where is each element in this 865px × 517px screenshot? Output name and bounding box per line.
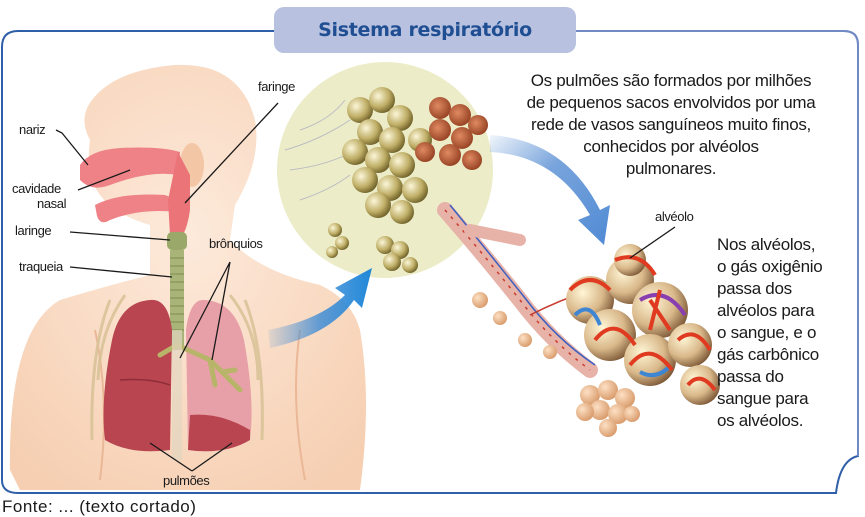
text-line: de pequenos sacos envolvidos por uma (526, 93, 816, 112)
bronchiole-tube (437, 202, 598, 378)
text-line: passa dos (717, 279, 792, 298)
text-line: rede de vasos sanguíneos muito finos, (531, 115, 811, 134)
ribcage (90, 294, 264, 441)
trachea-shape (167, 232, 187, 350)
nasal-cavity-shape (80, 147, 190, 235)
arrow-lung-to-alveoli-icon (268, 268, 372, 348)
text-lungs-description: Os pulmões são formados por milhões de p… (490, 70, 852, 180)
orange-alveoli-grapes (576, 380, 640, 437)
label-faringe: faringe (258, 79, 295, 94)
label-cavidade-nasal-line2: nasal (37, 196, 67, 211)
diagram-title: Sistema respiratório (318, 19, 532, 41)
text-line: Os pulmões são formados por milhões (530, 71, 812, 90)
text-line: passa do (717, 367, 784, 386)
text-line: alvéolos para (717, 301, 815, 320)
label-bronquios: brônquios (209, 236, 263, 251)
text-line: os alvéolos. (717, 411, 804, 430)
text-line: pulmonares. (625, 159, 717, 178)
text-line: o sangue, e o (717, 323, 817, 342)
source-credit-cropped: Fonte: ... (texto cortado) (2, 497, 197, 516)
alveoli-sac-cluster (566, 244, 720, 437)
text-line: o gás oxigênio (717, 257, 823, 276)
label-nariz: nariz (19, 122, 46, 137)
label-cavidade-nasal-line1: cavidade (12, 181, 61, 196)
label-pulmoes: pulmões (163, 473, 210, 488)
text-line: Nos alvéolos, (717, 235, 816, 254)
text-line: conhecidos por alvéolos (583, 137, 759, 156)
text-gas-exchange-description: Nos alvéolos, o gás oxigênio passa dos a… (717, 234, 857, 432)
text-line: sangue para (717, 389, 809, 408)
text-line: gás carbônico (717, 345, 819, 364)
leader-lines (55, 102, 676, 472)
yellow-alveoli (326, 87, 432, 273)
alveoli-cluster-zoom (277, 62, 493, 278)
arrow-circle-to-alveolus-icon (490, 135, 610, 245)
lungs-shape (103, 299, 252, 460)
label-laringe: laringe (15, 223, 52, 238)
label-alveolo: alvéolo (655, 209, 694, 224)
label-traqueia: traqueia (19, 259, 63, 274)
brown-alveoli-cutaway (415, 97, 488, 170)
title-banner: Sistema respiratório (274, 7, 576, 53)
